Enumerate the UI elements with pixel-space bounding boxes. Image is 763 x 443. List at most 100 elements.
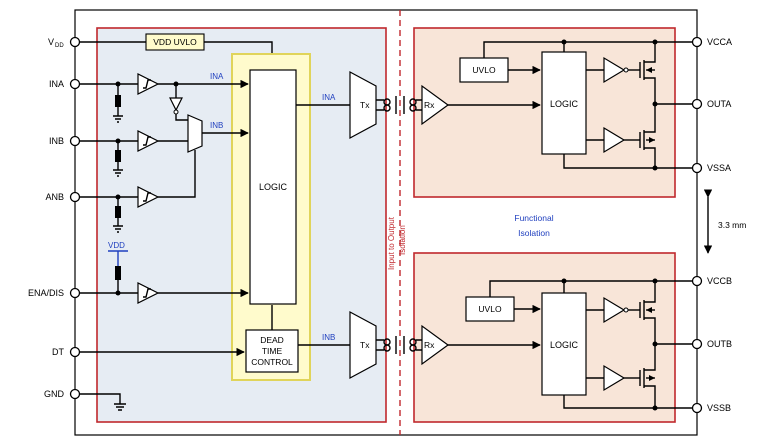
- vccb-fet-node: [652, 278, 658, 284]
- pin-label-ina: INA: [49, 79, 64, 89]
- a-low-side-buffer: [603, 126, 626, 154]
- package-outline: [74, 9, 698, 436]
- vdd-rail: [108, 250, 128, 266]
- input-logic-block: [249, 69, 297, 305]
- vssb-rail: [563, 395, 696, 409]
- isolation-transformer-b: [376, 336, 422, 354]
- dead-time-label-3: CONTROL: [251, 357, 293, 367]
- pin-label-inb: INB: [49, 136, 64, 146]
- outb-node: [652, 341, 658, 347]
- anb-ground-icon: [113, 218, 123, 233]
- vssa-rail: [563, 154, 696, 169]
- vcca-fet-node: [652, 39, 658, 45]
- a-nmos-transistor: [639, 104, 656, 168]
- tx-a-label: Tx: [360, 100, 370, 110]
- rx-a-label: Rx: [424, 100, 435, 110]
- ena-pullup-resistor: [115, 266, 121, 280]
- pin-ina: [69, 78, 81, 90]
- pin-label-vccb: VCCB: [707, 276, 732, 286]
- anb-schmitt-buffer: [137, 186, 160, 208]
- pin-label-dt: DT: [52, 347, 64, 357]
- ena-schmitt-icon: [143, 288, 151, 298]
- inb-schmitt-icon: [143, 136, 151, 146]
- pin-vdd: [69, 36, 81, 48]
- anb-pulldown-resistor: [115, 206, 121, 218]
- vssb-fet-node: [652, 405, 658, 411]
- pin-vccb: [691, 275, 703, 287]
- uvlo-b-label: UVLO: [478, 304, 502, 314]
- gnd-wire: [80, 393, 126, 411]
- pin-ena-dis: [69, 287, 81, 299]
- a-pmos-transistor: [639, 42, 656, 104]
- vssa-fet-node: [652, 165, 658, 171]
- ina-schmitt-buffer: [137, 73, 160, 95]
- uvlo-a-block: [459, 57, 509, 83]
- b-high-side-buffer: [603, 296, 626, 324]
- pin-label-vssa: VSSA: [707, 163, 731, 173]
- ena-schmitt-buffer: [137, 282, 160, 304]
- pin-outa: [691, 98, 703, 110]
- uvlo-a-label: UVLO: [472, 65, 496, 75]
- pin-vssa: [691, 162, 703, 174]
- pin-label-outa: OUTA: [707, 99, 731, 109]
- isolation-transformer-a: [376, 96, 422, 114]
- inb-schmitt-buffer: [137, 130, 160, 152]
- pin-label-anb: ANB: [45, 192, 64, 202]
- a-high-side-buffer: [603, 56, 626, 84]
- functional-isolation-label-2: Isolation: [518, 228, 550, 238]
- uvlo-b-block: [465, 296, 515, 322]
- pin-label-vdd: V: [48, 37, 54, 47]
- anb-schmitt-icon: [143, 192, 151, 202]
- input-mux: [187, 114, 203, 153]
- a-hi-bubble: [623, 67, 629, 73]
- tx-a-signal-label: INA: [322, 93, 336, 102]
- driver-b-logic-label: LOGIC: [550, 340, 579, 350]
- inb-signal-label: INB: [210, 121, 223, 130]
- input-logic-label: LOGIC: [259, 182, 288, 192]
- ena-node: [115, 290, 121, 296]
- rx-b-block: [421, 324, 450, 366]
- pin-label-ena-dis: ENA/DIS: [28, 288, 64, 298]
- ina-ground-icon: [113, 107, 123, 123]
- b-pmos-transistor: [639, 281, 656, 344]
- pin-gnd: [69, 388, 81, 400]
- dead-time-label-2: TIME: [262, 346, 283, 356]
- pin-anb: [69, 191, 81, 203]
- left-pins: [69, 36, 81, 400]
- pin-outb: [691, 338, 703, 350]
- rx-b-label: Rx: [424, 340, 435, 350]
- tx-a-block: [349, 70, 377, 140]
- spacing-label: 3.3 mm: [718, 220, 746, 230]
- barrier-label-2: Isolation: [398, 225, 407, 255]
- b-hi-bubble: [623, 307, 629, 313]
- vcca-rail: [483, 41, 696, 58]
- b-low-side-buffer: [603, 364, 626, 392]
- vdd-uvlo-label: VDD UVLO: [153, 37, 197, 47]
- dead-time-label-1: DEAD: [260, 335, 284, 345]
- pin-label-vdd-sub: DD: [55, 43, 64, 49]
- pin-label-vssb: VSSB: [707, 403, 731, 413]
- barrier-label-1: Input to Output: [387, 216, 396, 270]
- tx-b-signal-label: INB: [322, 333, 335, 342]
- pin-dt: [69, 346, 81, 358]
- outa-node: [652, 101, 658, 107]
- functional-isolation-label-1: Functional: [514, 213, 553, 223]
- b-nmos-transistor: [639, 344, 656, 408]
- dead-time-block: [245, 329, 299, 373]
- pin-vcca: [691, 36, 703, 48]
- pin-vssb: [691, 402, 703, 414]
- ina-pulldown-resistor: [115, 95, 121, 107]
- vdd-signal-label: VDD: [108, 241, 125, 250]
- pin-label-vcca: VCCA: [707, 37, 732, 47]
- inb-ground-icon: [113, 162, 123, 177]
- driver-a-logic-label: LOGIC: [550, 99, 579, 109]
- inverter: [169, 97, 183, 112]
- tx-b-label: Tx: [360, 340, 370, 350]
- anb-to-mux-select-wire: [158, 150, 196, 198]
- inverter-bubble: [173, 109, 179, 115]
- pin-label-outb: OUTB: [707, 339, 732, 349]
- pin-inb: [69, 135, 81, 147]
- ina-schmitt-icon: [143, 79, 151, 89]
- right-pins: [691, 36, 703, 414]
